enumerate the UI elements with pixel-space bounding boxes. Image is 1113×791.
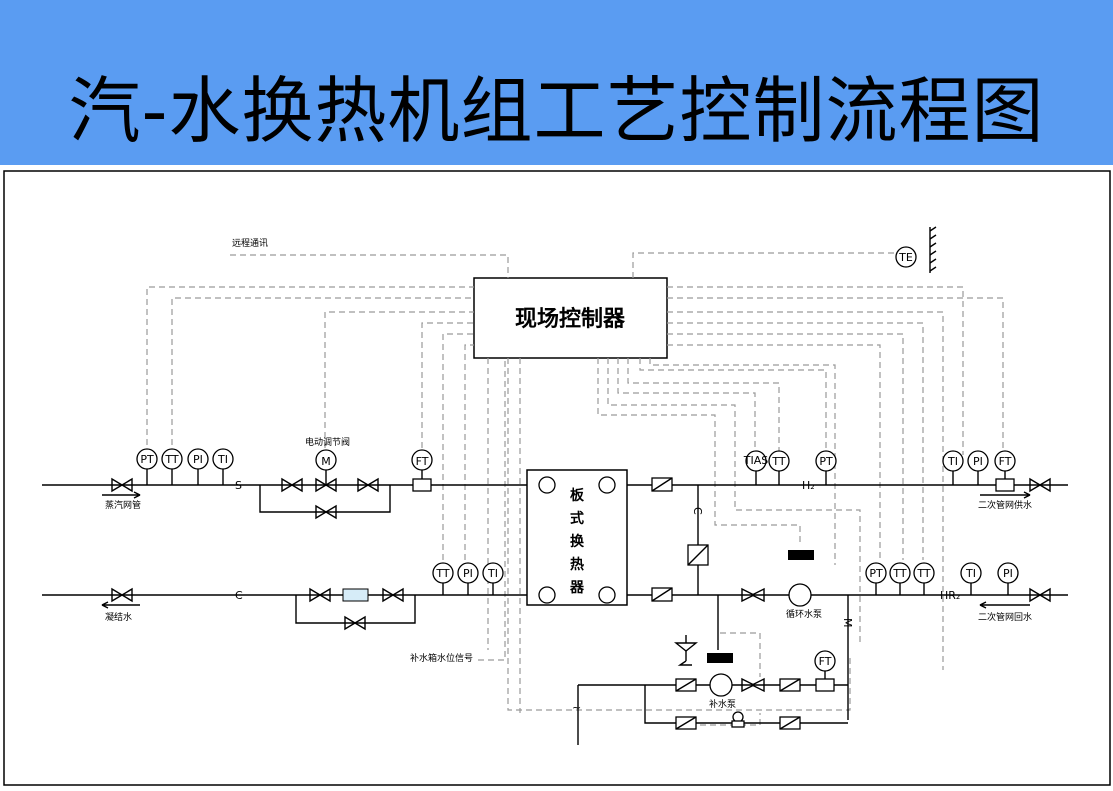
svg-text:TT: TT — [164, 453, 179, 466]
h2-label: H₂ — [802, 479, 815, 492]
makeup-pump-label: 补水泵 — [709, 698, 736, 710]
c-label: C — [235, 589, 243, 602]
svg-text:PI: PI — [193, 453, 203, 466]
return-mid-instruments: PT TT TT — [865, 562, 935, 595]
diagram-frame — [3, 170, 1111, 786]
svg-text:PT: PT — [140, 453, 154, 466]
te-instrument: TE — [895, 226, 937, 273]
supply-right-instruments: TI PI FT — [942, 450, 1016, 492]
svg-text:热: 热 — [570, 556, 584, 573]
condensate-label: 凝结水 — [105, 611, 132, 623]
svg-text:FT: FT — [999, 455, 1012, 468]
svg-text:TI: TI — [947, 455, 958, 468]
svg-text:PT: PT — [819, 455, 833, 468]
svg-text:TI: TI — [487, 567, 498, 580]
svg-text:PT: PT — [869, 567, 883, 580]
tank-signal-label: 补水箱水位信号 — [410, 652, 473, 664]
mid-bottom-instruments: TT PI TI — [432, 562, 504, 595]
svg-text:PI: PI — [973, 455, 983, 468]
svg-text:换: 换 — [570, 533, 585, 550]
m-vert-label: M — [841, 618, 854, 628]
hr2-label: HR₂ — [940, 589, 960, 602]
supply-instruments: TIAS TT PT — [743, 450, 837, 485]
circ-pump-label: 循环水泵 — [786, 608, 822, 620]
svg-text:~: ~ — [572, 701, 581, 714]
steam-label: 蒸汽网管 — [105, 499, 141, 511]
remote-comm-label: 远程通讯 — [232, 238, 268, 249]
plate-heat-exchanger: 板 式 换 热 器 — [526, 469, 628, 606]
secondary-supply-label: 二次管网供水 — [978, 499, 1032, 511]
svg-text:TT: TT — [771, 455, 786, 468]
return-right-instruments: TI PI — [960, 562, 1019, 595]
process-diagram: 现场控制器 远程通讯 TE PT TT PI — [3, 170, 1111, 786]
motor-label: M — [321, 455, 331, 468]
title-banner: 汽-水换热机组工艺控制流程图 — [0, 0, 1113, 165]
svg-text:器: 器 — [569, 580, 585, 596]
page-title: 汽-水换热机组工艺控制流程图 — [68, 69, 1045, 153]
svg-text:板: 板 — [570, 487, 585, 504]
svg-text:PI: PI — [1003, 567, 1013, 580]
svg-text:TIAS: TIAS — [743, 454, 768, 467]
motor-valve-label: 电动调节阀 — [305, 436, 350, 448]
s-label: S — [235, 479, 242, 492]
field-controller: 现场控制器 — [473, 277, 668, 359]
te-label: TE — [898, 251, 913, 264]
svg-text:TT: TT — [916, 567, 931, 580]
svg-text:PI: PI — [463, 567, 473, 580]
c-vert-label: C — [691, 507, 704, 515]
ft-top-label: FT — [416, 455, 429, 468]
secondary-return-label: 二次管网回水 — [978, 611, 1032, 623]
svg-text:TT: TT — [435, 567, 450, 580]
makeup-ft-label: FT — [819, 655, 832, 668]
controller-label: 现场控制器 — [515, 306, 626, 332]
steam-instruments: PT TT PI TI — [136, 448, 234, 485]
svg-text:式: 式 — [570, 510, 584, 527]
svg-text:TI: TI — [965, 567, 976, 580]
svg-text:TT: TT — [892, 567, 907, 580]
svg-text:TI: TI — [217, 453, 228, 466]
